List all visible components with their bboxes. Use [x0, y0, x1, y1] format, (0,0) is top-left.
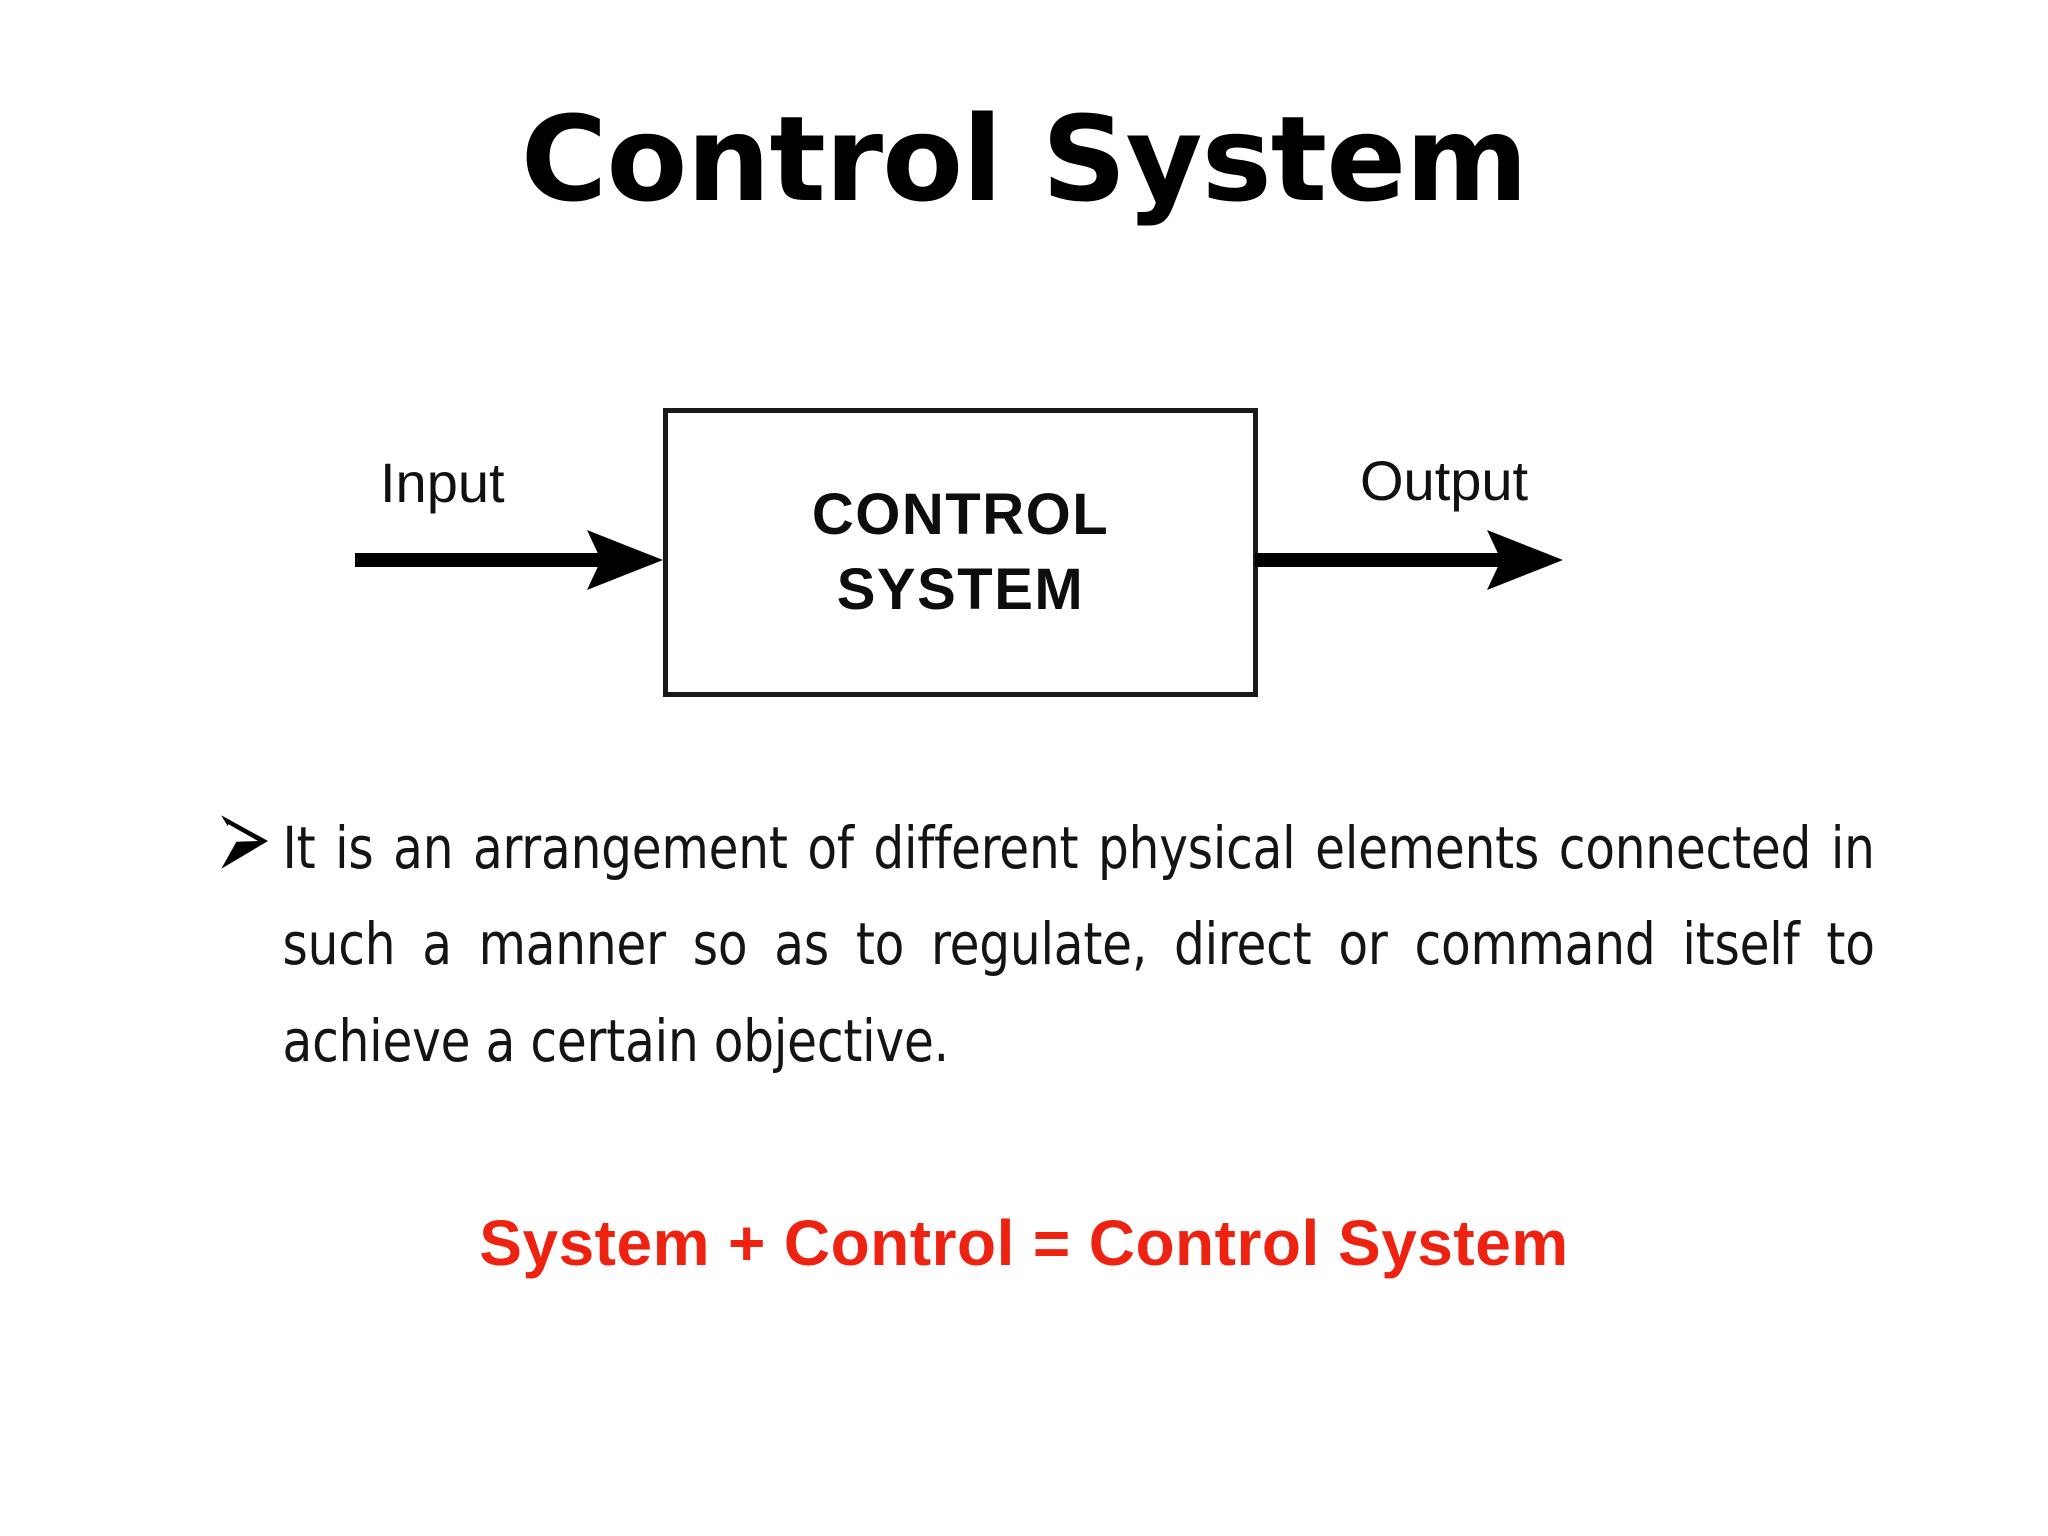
- triangle-bullet-icon: [221, 815, 269, 869]
- output-arrow-icon: [1255, 530, 1563, 590]
- bullet-item-text: It is an arrangement of different physic…: [282, 814, 1875, 1075]
- equation-operator-equals: =: [1032, 1207, 1071, 1279]
- input-label: Input: [380, 451, 505, 514]
- equation-operator-plus: +: [727, 1207, 766, 1279]
- page-title: Control System: [520, 90, 1528, 228]
- block-label-line-2: SYSTEM: [836, 556, 1085, 622]
- output-label: Output: [1360, 449, 1529, 512]
- control-system-block-label: CONTROL SYSTEM: [668, 413, 1253, 692]
- block-label-line-1: CONTROL: [811, 481, 1110, 547]
- control-system-block-diagram: CONTROL SYSTEM: [0, 380, 2048, 740]
- control-system-block: CONTROL SYSTEM: [663, 408, 1258, 697]
- equation-term-control-system: Control System: [1088, 1207, 1569, 1279]
- input-arrow-icon: [355, 530, 663, 590]
- bullet-list: It is an arrangement of different physic…: [210, 800, 1890, 1089]
- equation-term-control: Control: [783, 1207, 1015, 1279]
- equation-line: System+Control=Control System: [0, 1208, 2048, 1278]
- equation-term-system: System: [479, 1207, 710, 1279]
